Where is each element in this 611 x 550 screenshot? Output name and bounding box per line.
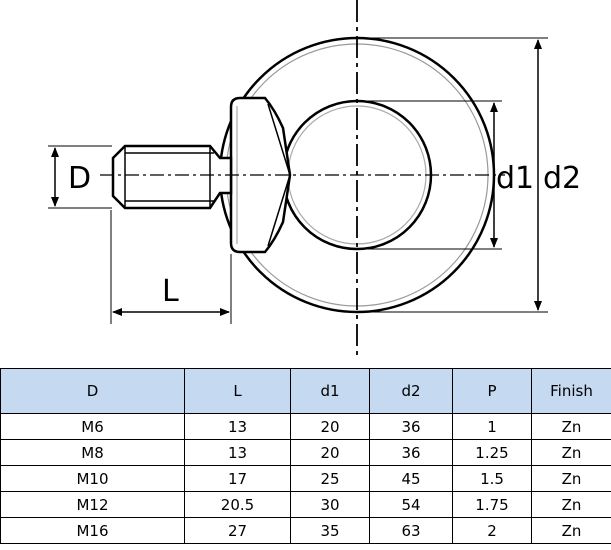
collar-chamfer-lines <box>267 103 291 247</box>
cell-P: 1 <box>452 413 532 440</box>
header-d1: d1 <box>290 368 370 414</box>
header-L: L <box>184 368 291 414</box>
header-D: D <box>0 368 185 414</box>
cell-finish: Zn <box>531 465 611 492</box>
table-row: M8 13 20 36 1.25 Zn <box>0 439 611 466</box>
dim-L-label: L <box>162 274 179 309</box>
cell-D: M12 <box>0 491 185 518</box>
cell-d2: 54 <box>369 491 453 518</box>
cell-finish: Zn <box>531 439 611 466</box>
cell-P: 1.25 <box>452 439 532 466</box>
cell-L: 13 <box>184 439 291 466</box>
table-row: M16 27 35 63 2 Zn <box>0 517 611 544</box>
cell-d1: 20 <box>290 439 370 466</box>
cell-P: 2 <box>452 517 532 544</box>
cell-d1: 30 <box>290 491 370 518</box>
header-P: P <box>452 368 532 414</box>
table-row: M12 20.5 30 54 1.75 Zn <box>0 491 611 518</box>
cell-P: 1.5 <box>452 465 532 492</box>
threaded-shank <box>111 144 233 210</box>
dim-d1-label: d1 <box>496 161 534 196</box>
header-d2: d2 <box>369 368 453 414</box>
cell-P: 1.75 <box>452 491 532 518</box>
dim-d2-label: d2 <box>543 161 581 196</box>
cell-finish: Zn <box>531 517 611 544</box>
cell-L: 20.5 <box>184 491 291 518</box>
cell-D: M16 <box>0 517 185 544</box>
table-row: M6 13 20 36 1 Zn <box>0 413 611 440</box>
cell-L: 17 <box>184 465 291 492</box>
cell-D: M8 <box>0 439 185 466</box>
dim-D-label: D <box>68 161 91 196</box>
cell-D: M10 <box>0 465 185 492</box>
cell-L: 13 <box>184 413 291 440</box>
cell-d1: 35 <box>290 517 370 544</box>
cell-d2: 45 <box>369 465 453 492</box>
cell-d2: 36 <box>369 413 453 440</box>
cell-finish: Zn <box>531 491 611 518</box>
cell-d1: 25 <box>290 465 370 492</box>
cell-d1: 20 <box>290 413 370 440</box>
spec-table: D L d1 d2 P Finish M6 13 20 36 1 Zn M8 1… <box>0 368 611 544</box>
cell-d2: 36 <box>369 439 453 466</box>
header-finish: Finish <box>531 368 611 414</box>
cell-L: 27 <box>184 517 291 544</box>
table-header-row: D L d1 d2 P Finish <box>0 368 611 414</box>
eye-bolt-drawing: D L d1 d2 <box>48 0 581 358</box>
cell-finish: Zn <box>531 413 611 440</box>
cell-D: M6 <box>0 413 185 440</box>
cell-d2: 63 <box>369 517 453 544</box>
table-row: M10 17 25 45 1.5 Zn <box>0 465 611 492</box>
